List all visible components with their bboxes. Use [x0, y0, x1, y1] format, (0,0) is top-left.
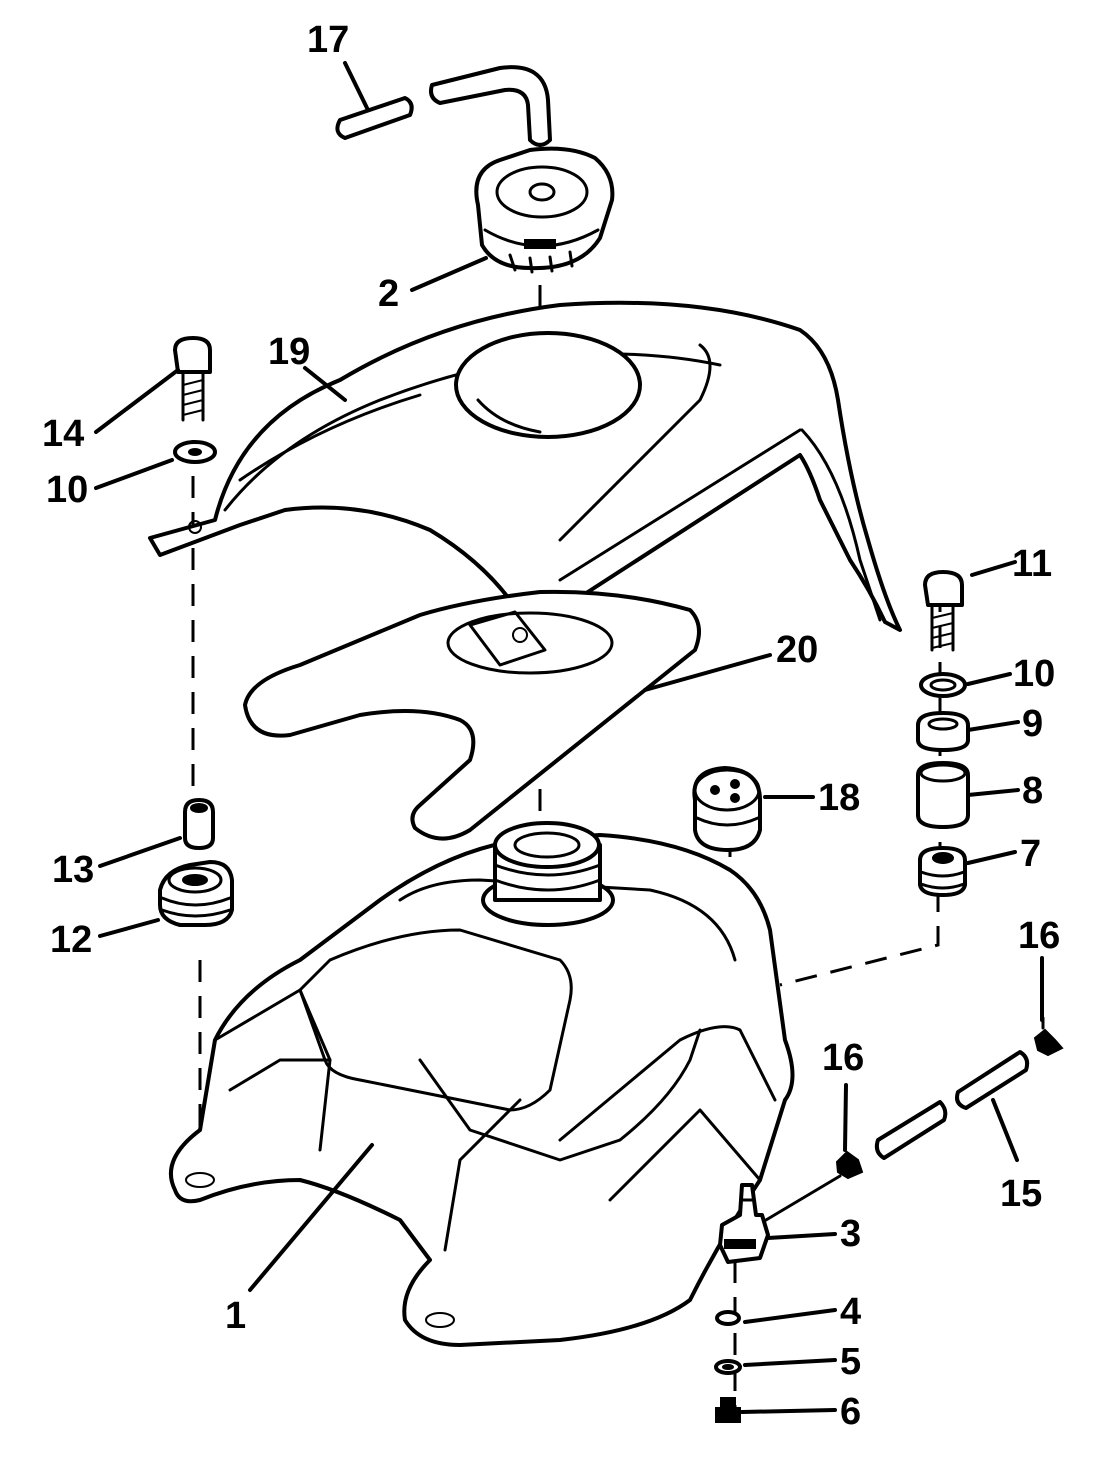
cock-o-ring: [715, 1310, 741, 1326]
callout-11: 11: [1012, 543, 1052, 585]
callout-19: 19: [268, 331, 310, 373]
left-collar: [183, 798, 215, 850]
callout-10-right: 10: [1013, 653, 1055, 695]
callout-7: 7: [1020, 833, 1041, 875]
left-bolt: [173, 336, 212, 422]
tank-cover: [148, 300, 902, 632]
fuel-hose: [874, 1050, 1030, 1160]
right-washer: [919, 672, 967, 698]
callout-1: 1: [225, 1295, 246, 1337]
callout-3: 3: [840, 1213, 861, 1255]
fuel-tank: [169, 821, 795, 1347]
left-washer: [173, 440, 217, 464]
callout-9: 9: [1022, 703, 1043, 745]
callout-4: 4: [840, 1291, 861, 1333]
callout-labels: 17 2 19 14 10 20 11 10 9 8 7 18 13 12 1 …: [42, 19, 1060, 1433]
leader-lines: [94, 61, 1044, 1414]
callout-17: 17: [307, 19, 349, 61]
breather-hose: [335, 65, 552, 147]
right-collar: [916, 711, 970, 752]
right-cushion: [918, 846, 967, 897]
callout-2: 2: [378, 273, 399, 315]
callout-8: 8: [1022, 770, 1043, 812]
callout-5: 5: [840, 1341, 861, 1383]
callout-20: 20: [776, 629, 818, 671]
callout-18: 18: [818, 777, 860, 819]
cover-gasket: [243, 589, 701, 841]
fuel-cock: [718, 1183, 770, 1264]
callout-12: 12: [50, 919, 92, 961]
callout-6: 6: [840, 1391, 861, 1433]
callout-16-upper: 16: [1018, 915, 1060, 957]
hose-clip-lower: [764, 1150, 864, 1222]
callout-13: 13: [52, 849, 94, 891]
left-cushion: [158, 860, 234, 927]
right-spacer: [916, 761, 970, 829]
right-bolt: [923, 570, 964, 652]
cock-washer: [714, 1359, 742, 1375]
callout-16-lower: 16: [822, 1037, 864, 1079]
cock-screw: [715, 1397, 741, 1423]
grommet: [692, 766, 762, 852]
callout-10-left: 10: [46, 469, 88, 511]
hose-clip-upper: [1033, 1016, 1064, 1057]
callout-15: 15: [1000, 1173, 1042, 1215]
fuel-cap: [474, 146, 615, 274]
right-mount-line: [779, 890, 940, 987]
callout-14: 14: [42, 413, 84, 455]
